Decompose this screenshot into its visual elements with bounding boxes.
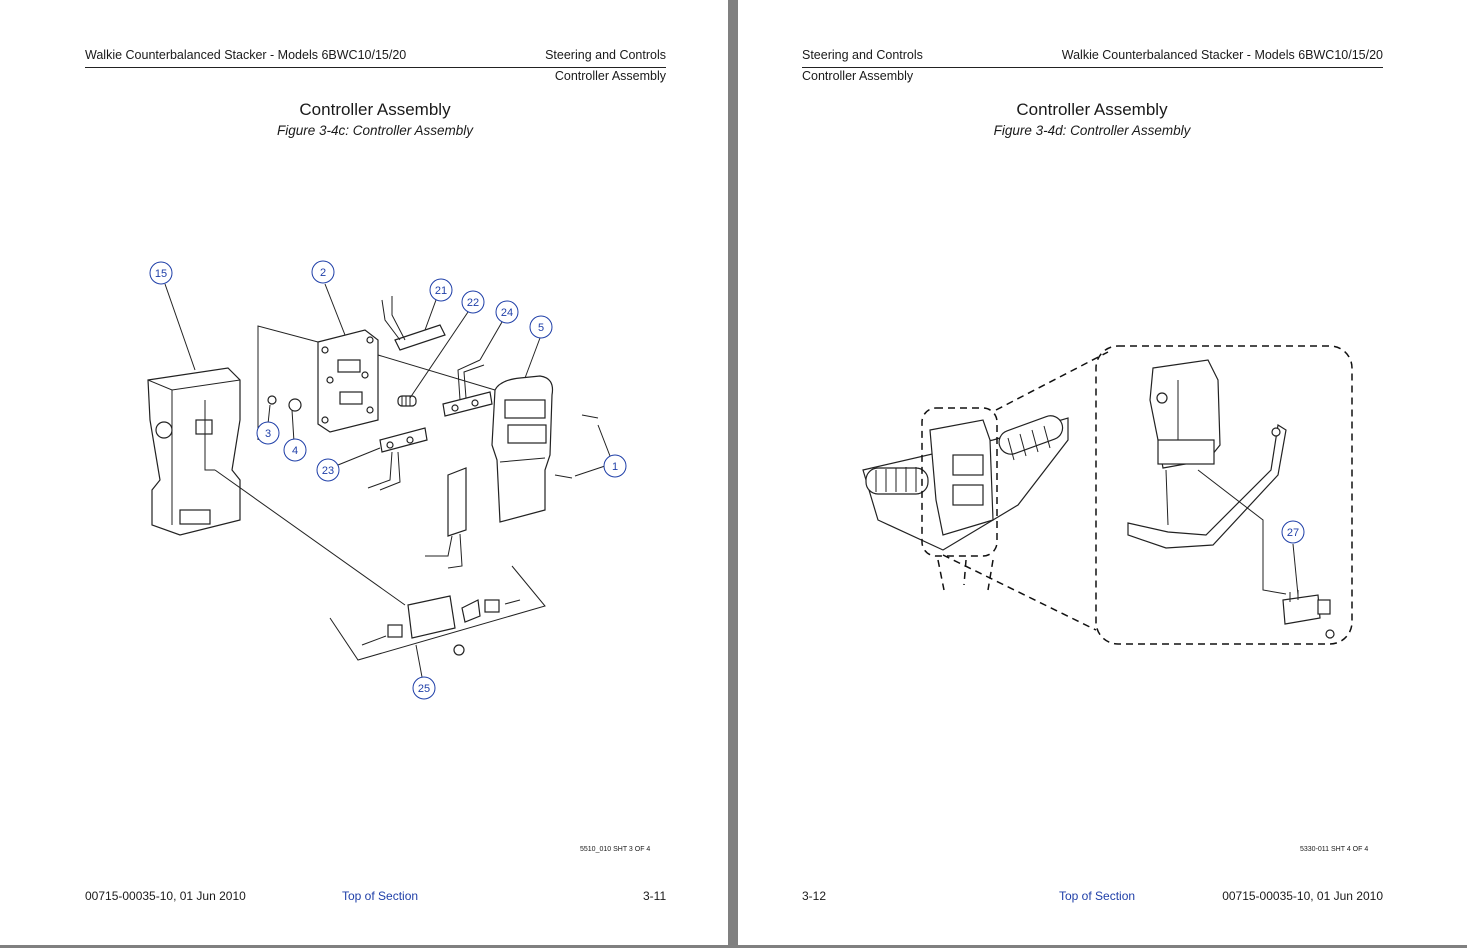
footer-doc-id: 00715-00035-10, 01 Jun 2010 bbox=[85, 889, 246, 903]
detail-leader-1 bbox=[1165, 469, 1169, 526]
exploded-diagram-3-4c: 15 2 21 22 24 5 3 4 23 1 25 bbox=[147, 260, 627, 700]
header-subsection: Controller Assembly bbox=[554, 69, 666, 83]
callout-27[interactable]: 27 bbox=[1281, 520, 1305, 544]
svg-text:25: 25 bbox=[418, 683, 430, 695]
wire-harness-part bbox=[425, 467, 467, 569]
svg-text:23: 23 bbox=[322, 465, 334, 477]
switch-part-21 bbox=[381, 296, 446, 351]
spring-part-22 bbox=[397, 395, 417, 407]
header-section: Steering and Controls bbox=[545, 48, 666, 62]
callout-1[interactable]: 1 bbox=[603, 454, 627, 478]
detail-switch-part-27 bbox=[1282, 590, 1335, 639]
switch-part-23 bbox=[367, 427, 428, 491]
callout-23[interactable]: 23 bbox=[316, 458, 340, 482]
nut-part-3 bbox=[267, 395, 277, 405]
cover-part-5 bbox=[491, 375, 554, 523]
svg-text:27: 27 bbox=[1287, 527, 1299, 539]
detail-housing-part bbox=[1149, 359, 1221, 469]
detail-extension-lines bbox=[937, 559, 994, 591]
svg-text:24: 24 bbox=[501, 307, 513, 319]
leader-27 bbox=[1292, 543, 1299, 596]
header-doc-title: Walkie Counterbalanced Stacker - Models … bbox=[85, 48, 407, 62]
callout-4[interactable]: 4 bbox=[283, 438, 307, 462]
callout-2[interactable]: 2 bbox=[311, 260, 335, 284]
screw-1b bbox=[554, 474, 573, 479]
detail-enlarged-outline bbox=[1095, 345, 1353, 645]
clamp-part-4 bbox=[288, 398, 302, 412]
svg-text:15: 15 bbox=[155, 268, 167, 280]
leader-lines bbox=[164, 283, 611, 678]
mounting-plate-part bbox=[317, 329, 379, 433]
callout-15[interactable]: 15 bbox=[149, 261, 173, 285]
page-3-12: Steering and Controls Walkie Counterbala… bbox=[738, 0, 1467, 945]
header-doc-title: Walkie Counterbalanced Stacker - Models … bbox=[1061, 48, 1383, 62]
housing-part bbox=[147, 367, 241, 536]
figure-caption: Figure 3-4d: Controller Assembly bbox=[993, 123, 1191, 138]
svg-text:21: 21 bbox=[435, 285, 447, 297]
svg-text:1: 1 bbox=[612, 461, 618, 473]
svg-text:5: 5 bbox=[538, 322, 544, 334]
top-of-section-link[interactable]: Top of Section bbox=[1059, 889, 1136, 903]
detail-diagram-3-4d: 27 bbox=[862, 345, 1353, 645]
page-number: 3-12 bbox=[802, 889, 827, 903]
screw-1a bbox=[581, 414, 599, 419]
header-section: Steering and Controls bbox=[802, 48, 923, 62]
page-title: Controller Assembly bbox=[299, 100, 451, 119]
drawing-number: 5510_010 SHT 3 OF 4 bbox=[580, 846, 651, 853]
switch-part-24 bbox=[442, 359, 493, 417]
callout-21[interactable]: 21 bbox=[429, 278, 453, 302]
detail-connector-bottom bbox=[942, 554, 1097, 631]
top-of-section-link[interactable]: Top of Section bbox=[342, 889, 419, 903]
callout-24[interactable]: 24 bbox=[495, 300, 519, 324]
svg-text:3: 3 bbox=[265, 428, 271, 440]
page-3-11: Walkie Counterbalanced Stacker - Models … bbox=[0, 0, 728, 945]
page-title: Controller Assembly bbox=[1016, 100, 1168, 119]
callout-25[interactable]: 25 bbox=[412, 676, 436, 700]
handle-assembly bbox=[862, 415, 1069, 551]
header-rule bbox=[85, 67, 666, 68]
figure-caption: Figure 3-4c: Controller Assembly bbox=[276, 123, 474, 138]
detail-connector-top bbox=[995, 351, 1109, 411]
svg-text:2: 2 bbox=[320, 267, 326, 279]
header-rule bbox=[802, 67, 1383, 68]
callout-3[interactable]: 3 bbox=[256, 421, 280, 445]
drawing-number: 5330-011 SHT 4 OF 4 bbox=[1300, 846, 1369, 853]
detail-source-outline bbox=[921, 407, 998, 557]
footer-doc-id: 00715-00035-10, 01 Jun 2010 bbox=[1222, 889, 1383, 903]
svg-text:22: 22 bbox=[467, 297, 479, 309]
detail-frame-part bbox=[1127, 424, 1287, 549]
svg-text:4: 4 bbox=[292, 445, 298, 457]
callout-22[interactable]: 22 bbox=[461, 290, 485, 314]
bracket-assembly-25 bbox=[329, 565, 546, 661]
header-subsection: Controller Assembly bbox=[802, 69, 914, 83]
page-number: 3-11 bbox=[643, 889, 667, 903]
callout-5[interactable]: 5 bbox=[529, 315, 553, 339]
detail-leader-2 bbox=[1197, 469, 1287, 595]
